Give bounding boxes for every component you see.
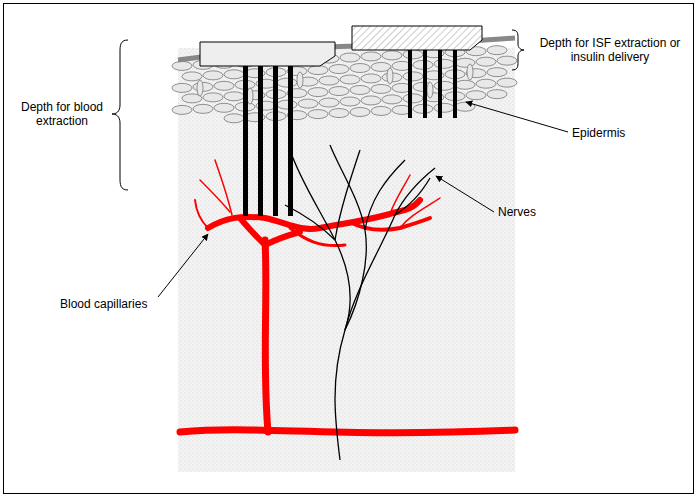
leader-line (158, 234, 208, 297)
part-label: Nerves (498, 205, 558, 219)
bracket (112, 40, 128, 190)
depth-label: Depth for blood extraction (10, 100, 114, 128)
leader-line (436, 176, 494, 212)
frame (4, 4, 694, 494)
layer-label: Epidermis (572, 126, 652, 140)
bracket (512, 30, 524, 70)
leader-line (466, 102, 568, 132)
nerves (285, 145, 435, 460)
isf-microneedles (352, 26, 482, 118)
dermis (178, 48, 515, 472)
depth-label: Depth for ISF extraction or insulin deli… (530, 36, 690, 64)
blood-microneedles (200, 42, 335, 216)
blood-vessels (180, 160, 515, 433)
part-label: Blood capillaries (60, 297, 170, 311)
